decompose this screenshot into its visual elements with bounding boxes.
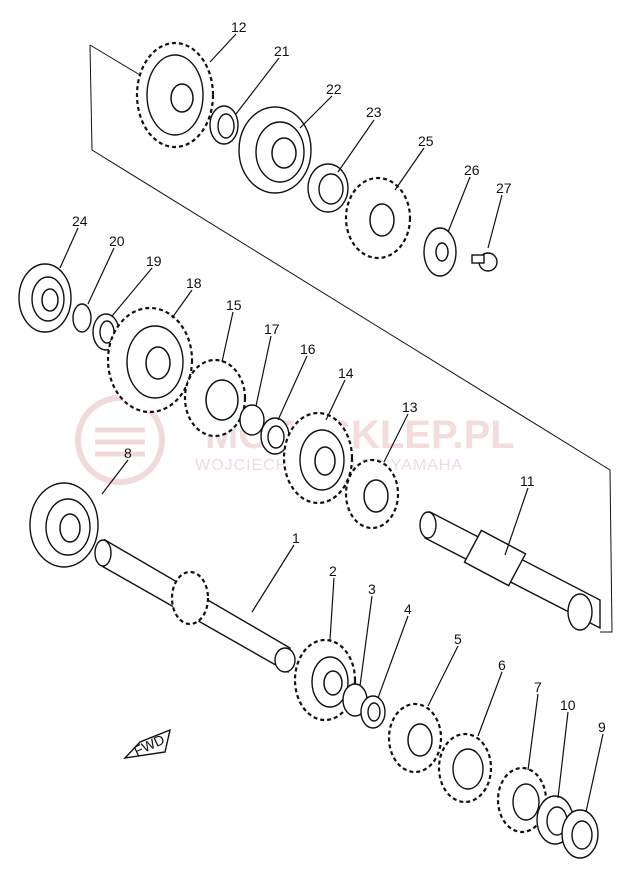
part-20-circlip bbox=[72, 303, 92, 333]
leader-lines bbox=[59, 33, 604, 813]
fwd-arrow: FWD bbox=[123, 728, 171, 759]
label-4: 4 bbox=[404, 601, 412, 617]
label-10: 10 bbox=[560, 697, 576, 713]
group-frame bbox=[89, 44, 613, 633]
part-17-circlip bbox=[239, 404, 265, 436]
label-27: 27 bbox=[496, 180, 512, 196]
label-14: 14 bbox=[338, 365, 354, 381]
part-6-gear bbox=[437, 732, 493, 804]
label-23: 23 bbox=[366, 104, 382, 120]
label-16: 16 bbox=[300, 341, 316, 357]
part-24-bearing bbox=[18, 263, 72, 333]
label-20: 20 bbox=[109, 233, 125, 249]
part-15-gear bbox=[183, 358, 247, 438]
part-27-bolt bbox=[471, 252, 498, 272]
part-21-washer bbox=[209, 105, 239, 145]
label-22: 22 bbox=[326, 81, 342, 97]
label-5: 5 bbox=[454, 631, 462, 647]
part-labels: 12 21 22 23 25 26 27 24 20 19 18 15 17 1… bbox=[72, 19, 606, 735]
label-13: 13 bbox=[402, 399, 418, 415]
part-13-gear bbox=[344, 458, 400, 530]
part-2-gear bbox=[293, 638, 357, 722]
label-25: 25 bbox=[418, 133, 434, 149]
part-16-washer bbox=[260, 417, 290, 455]
label-11: 11 bbox=[520, 473, 535, 489]
part-11-drive-axle bbox=[419, 510, 601, 631]
part-22-bearing bbox=[238, 106, 312, 194]
part-12-gear bbox=[135, 41, 215, 149]
label-7: 7 bbox=[534, 679, 542, 695]
label-18: 18 bbox=[186, 275, 202, 291]
label-15: 15 bbox=[226, 297, 242, 313]
part-1-main-axle bbox=[94, 538, 296, 674]
label-17: 17 bbox=[264, 321, 280, 337]
label-2: 2 bbox=[329, 563, 337, 579]
label-1: 1 bbox=[292, 530, 300, 546]
part-18-gear bbox=[106, 306, 194, 414]
part-4-washer bbox=[360, 695, 386, 729]
label-9: 9 bbox=[598, 719, 606, 735]
part-25-sprocket bbox=[344, 176, 412, 260]
part-23-seal bbox=[307, 163, 349, 213]
label-8: 8 bbox=[124, 445, 132, 461]
label-21: 21 bbox=[274, 43, 290, 59]
label-3: 3 bbox=[368, 581, 376, 597]
label-24: 24 bbox=[72, 213, 88, 229]
label-12: 12 bbox=[231, 19, 247, 35]
label-26: 26 bbox=[464, 162, 480, 178]
part-5-gear bbox=[387, 702, 443, 774]
part-8-bearing bbox=[29, 482, 99, 568]
label-6: 6 bbox=[498, 657, 506, 673]
part-9-seal bbox=[561, 809, 599, 859]
part-26-lockwasher bbox=[423, 227, 457, 277]
label-19: 19 bbox=[146, 253, 162, 269]
part-14-gear bbox=[282, 411, 354, 505]
